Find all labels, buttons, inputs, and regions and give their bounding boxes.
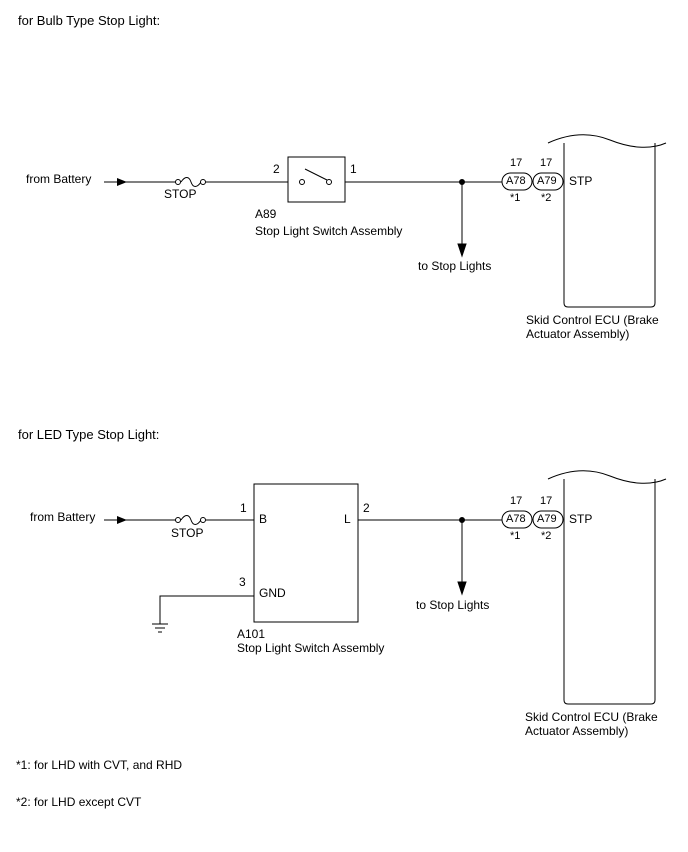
bulb-connector-a79 [532,172,564,191]
led-fuse-label: STOP [171,526,204,540]
led-circuit [104,470,667,705]
bulb-conn1-pin: 17 [510,157,523,169]
led-source-label: from Battery [30,510,96,524]
bulb-down-arrow-icon [457,243,467,258]
led-term-l: L [344,512,351,526]
led-heading: for LED Type Stop Light: [18,427,160,442]
led-down-arrow-icon [457,581,467,596]
bulb-heading: for Bulb Type Stop Light: [18,13,161,28]
bulb-ecu-terminal: STP [569,174,593,188]
bulb-ecu-name-line2: Actuator Assembly) [526,327,630,341]
led-connector-a78 [501,510,533,529]
footnote-1: *1: for LHD with CVT, and RHD [16,758,183,772]
bulb-conn1-label: A78 [506,175,526,187]
bulb-switch-contact-icon [299,168,332,185]
led-wire-ground [159,595,254,624]
led-conn2-label: A79 [537,513,557,525]
led-ecu-name-line1: Skid Control ECU (Brake [525,710,658,724]
bulb-ecu-name-line1: Skid Control ECU (Brake [526,313,659,327]
led-ecu-break-line [547,470,667,484]
led-conn1-note: *1 [510,530,521,542]
bulb-fuse-label: STOP [164,187,197,201]
led-conn2-note: *2 [541,530,552,542]
led-conn1-label: A78 [506,513,526,525]
led-term-b: B [259,512,268,526]
led-connector-a79 [532,510,564,529]
bulb-switch-box [287,156,346,203]
led-switch-code: A101 [237,627,266,641]
led-conn1-pin: 17 [510,495,523,507]
bulb-pin-out: 1 [350,162,357,176]
led-fuse-icon [175,515,206,525]
led-ecu-terminal: STP [569,512,593,526]
led-ecu-name-line2: Actuator Assembly) [525,724,629,738]
footnote-2: *2: for LHD except CVT [16,795,142,809]
bulb-to-lights-label: to Stop Lights [418,259,492,273]
bulb-conn1-note: *1 [510,192,521,204]
bulb-circuit [104,134,667,308]
bulb-conn2-note: *2 [541,192,552,204]
bulb-conn2-label: A79 [537,175,557,187]
led-pin-gnd: 3 [239,575,246,589]
led-pin-l: 2 [363,501,370,515]
bulb-connector-a78 [501,172,533,191]
bulb-pin-in: 2 [273,162,280,176]
bulb-switch-name: Stop Light Switch Assembly [255,224,403,238]
bulb-fuse-icon [175,177,206,187]
led-to-lights-label: to Stop Lights [416,598,490,612]
bulb-conn2-pin: 17 [540,157,553,169]
led-ecu-box [563,479,656,705]
led-pin-b: 1 [240,501,247,515]
led-switch-box [253,483,359,623]
bulb-ecu-box [563,143,656,308]
led-conn2-pin: 17 [540,495,553,507]
led-term-gnd: GND [259,586,286,600]
bulb-source-label: from Battery [26,172,92,186]
ground-icon [152,623,168,633]
bulb-switch-code: A89 [255,207,277,221]
led-switch-name: Stop Light Switch Assembly [237,641,385,655]
bulb-ecu-break-line [547,134,667,148]
